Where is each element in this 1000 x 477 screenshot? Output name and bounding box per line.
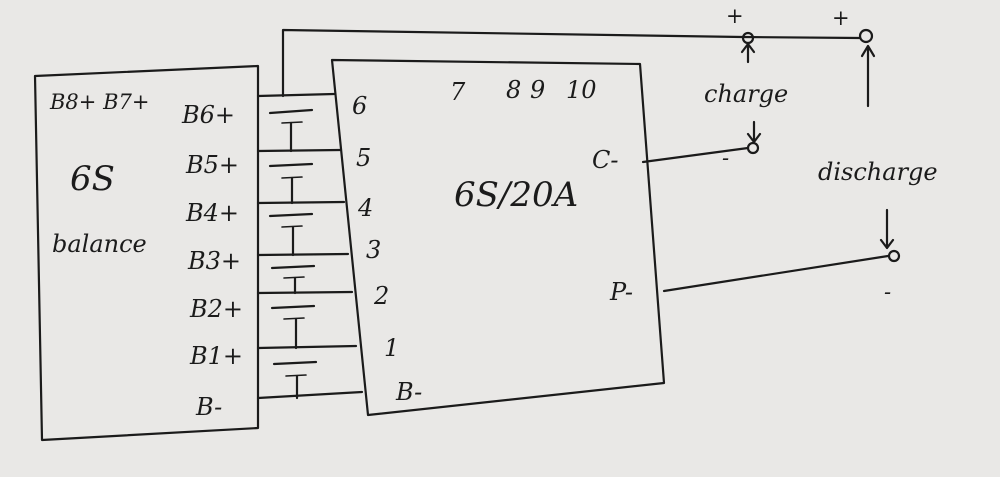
bms-pin-b-minus: B-: [396, 378, 423, 406]
discharge-negative-terminal: [887, 249, 901, 263]
balance-top-pins-label: B8+ B7+: [50, 90, 150, 114]
charge-minus-label: -: [722, 146, 730, 170]
balance-board-outline: [33, 64, 260, 442]
discharge-minus-label: -: [884, 280, 892, 304]
discharge-positive-terminal: [858, 28, 874, 44]
bms-board-title: 6S/20A: [454, 175, 579, 215]
charge-negative-terminal: [746, 141, 760, 155]
balance-board-subtitle: balance: [52, 230, 147, 258]
balance-pin-b2: B2+: [190, 295, 244, 323]
charge-up-arrow: [740, 42, 756, 64]
charge-down-arrow: [746, 120, 762, 144]
discharge-negative-wire: [662, 254, 890, 293]
top-positive-wire: [281, 28, 862, 98]
balance-pin-b4: B4+: [186, 199, 240, 227]
charge-plus-label: +: [726, 4, 744, 28]
balance-pin-b-minus: B-: [196, 393, 223, 421]
charge-negative-wire: [641, 146, 750, 164]
bms-board-outline: [330, 58, 666, 417]
balance-board-title: 6S: [70, 159, 115, 199]
bms-p-minus-label: P-: [610, 278, 633, 306]
discharge-label: discharge: [818, 158, 938, 186]
bms-pin-5: 5: [356, 144, 372, 172]
bms-pin-7: 7: [450, 78, 466, 106]
bms-pin-10: 10: [566, 76, 597, 104]
battery-stack: [256, 92, 364, 400]
balance-pin-b3: B3+: [188, 247, 242, 275]
bms-c-minus-label: C-: [592, 146, 619, 174]
balance-pin-b1: B1+: [190, 342, 244, 370]
discharge-down-arrow: [879, 208, 895, 250]
bms-pin-3: 3: [366, 236, 382, 264]
bms-pin-2: 2: [374, 282, 390, 310]
discharge-plus-label: +: [832, 6, 850, 30]
balance-pin-b5: B5+: [186, 151, 240, 179]
bms-pin-6: 6: [352, 92, 368, 120]
bms-pin-1: 1: [384, 334, 400, 362]
bms-pin-4: 4: [358, 194, 374, 222]
bms-pin-8: 8: [506, 76, 522, 104]
charge-label: charge: [704, 80, 789, 108]
discharge-up-arrow: [860, 44, 876, 108]
balance-pin-b6: B6+: [182, 101, 236, 129]
bms-pin-9: 9: [530, 76, 546, 104]
